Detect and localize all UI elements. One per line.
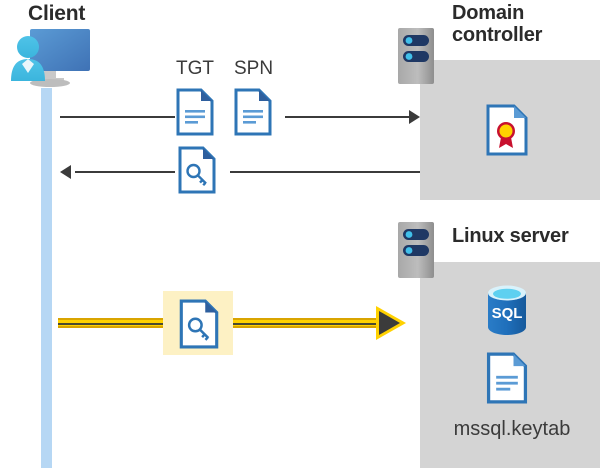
service-ticket-band-right	[232, 318, 380, 328]
key-document-icon-service-ticket	[179, 299, 219, 349]
client-title: Client	[28, 2, 86, 25]
request-arrowhead	[409, 110, 420, 124]
reply-arrowhead	[60, 165, 71, 179]
domain-controller-server-icon	[398, 28, 434, 84]
tgt-label: TGT	[176, 58, 214, 79]
service-ticket-band-left	[58, 318, 166, 328]
linux-server-title: Linux server	[452, 225, 569, 247]
sql-icon-label: SQL	[492, 305, 523, 322]
domain-controller-title: Domain controller	[452, 2, 592, 47]
reply-line-left	[75, 171, 175, 173]
certificate-document-icon	[486, 104, 528, 156]
keytab-document-icon	[486, 352, 528, 404]
keytab-file-label: mssql.keytab	[453, 418, 571, 440]
service-ticket-arrowhead-inner	[379, 311, 400, 335]
reply-line-right	[230, 171, 420, 173]
domain-controller-title-line2: controller	[452, 24, 543, 47]
tgt-document-icon	[176, 88, 214, 136]
spn-document-icon	[234, 88, 272, 136]
domain-controller-title-line1: Domain	[452, 2, 525, 24]
spn-label: SPN	[234, 58, 274, 79]
sql-database-icon: SQL	[483, 284, 531, 336]
linux-server-icon	[398, 222, 434, 278]
request-line-left	[60, 116, 175, 118]
client-lifeline	[41, 88, 52, 468]
key-document-icon-reply	[178, 146, 216, 194]
client-computer-icon	[8, 24, 94, 92]
request-line-right	[285, 116, 418, 118]
